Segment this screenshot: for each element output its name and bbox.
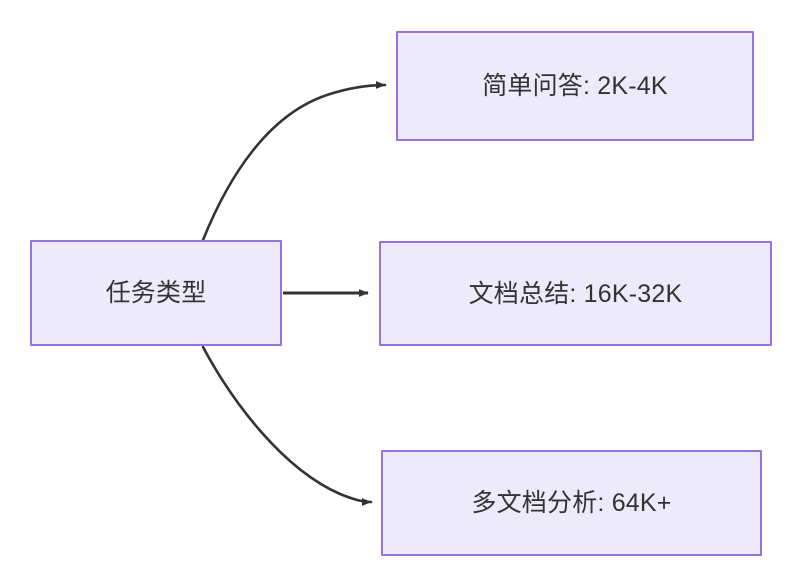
node-doc-summary-label: 文档总结: 16K-32K (468, 279, 683, 308)
node-multi-doc-label: 多文档分析: 64K+ (471, 489, 672, 517)
edge-to-simple-qa (201, 81, 387, 242)
node-task-type-label: 任务类型 (105, 279, 207, 307)
node-multi-doc[interactable]: 多文档分析: 64K+ (381, 450, 762, 556)
node-task-type[interactable]: 任务类型 (30, 240, 282, 346)
node-simple-qa[interactable]: 简单问答: 2K-4K (396, 31, 754, 141)
node-simple-qa-label: 简单问答: 2K-4K (482, 72, 668, 100)
node-doc-summary[interactable]: 文档总结: 16K-32K (379, 241, 772, 346)
edge-to-multi-doc (201, 345, 373, 506)
